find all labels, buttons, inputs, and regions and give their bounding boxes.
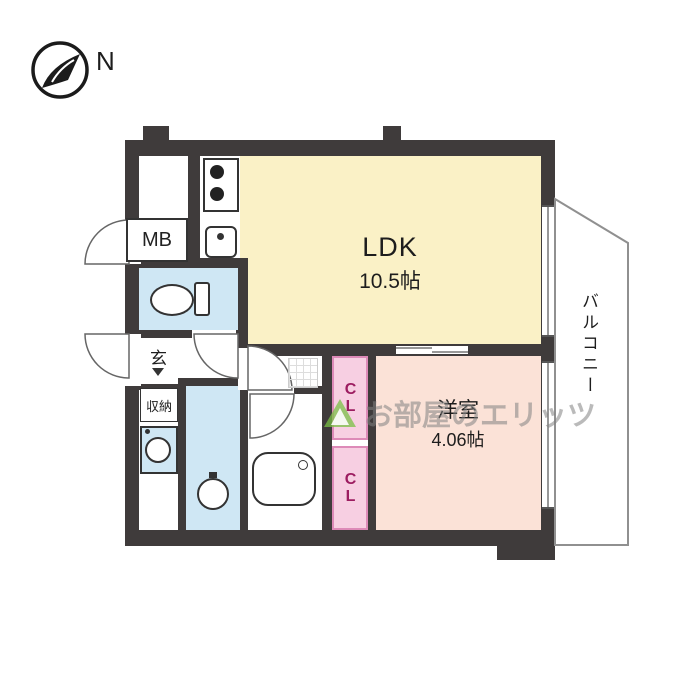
door-arc-entry-bottom — [84, 333, 130, 379]
ldk-size: 10.5帖 — [359, 270, 421, 293]
meter-box-label: MB — [142, 228, 172, 251]
kitchen-sink-icon — [205, 226, 237, 258]
wall-lavatory-top — [178, 378, 248, 386]
western-room-label: 洋室 4.06帖 — [396, 394, 520, 452]
stove-burner-icon — [210, 187, 224, 201]
door-arc-hall — [247, 345, 293, 391]
closet-top: CL — [332, 356, 368, 440]
bathtub-drain-icon — [298, 460, 308, 470]
meter-box: MB — [126, 218, 188, 262]
toilet-bowl-icon — [150, 284, 194, 316]
hatch-square — [288, 358, 318, 388]
ldk-name: LDK — [362, 232, 418, 262]
sliding-door-western — [396, 346, 468, 354]
room-western — [376, 356, 541, 530]
window-ldk — [542, 205, 554, 337]
door-arc-entry-top — [84, 219, 130, 265]
closet-bottom-label: CL — [342, 471, 359, 505]
washer-knob-icon — [145, 429, 150, 434]
stove-burner-icon — [210, 165, 224, 179]
storage-label: 収納 — [145, 398, 172, 414]
wall-bottom — [125, 530, 555, 546]
wall-bump-bottom-right — [497, 546, 555, 560]
wall-hall-right — [238, 258, 248, 390]
door-arc-bath — [249, 393, 295, 439]
wall-bath-left — [240, 386, 248, 530]
door-arc-toilet — [193, 333, 239, 379]
closet-top-label: CL — [342, 381, 359, 415]
wall-lavatory-left — [178, 384, 186, 530]
window-western — [542, 361, 554, 509]
balcony-label: バルコニー — [579, 292, 598, 397]
wall-bump-top-left — [143, 126, 169, 142]
toilet-tank-icon — [194, 282, 210, 316]
western-room-size: 4.06帖 — [431, 430, 485, 450]
storage-box: 収納 — [140, 388, 178, 422]
entrance-label: 玄 — [150, 349, 167, 368]
entrance-arrow-icon — [152, 368, 164, 376]
wall-bump-top-mid — [383, 126, 401, 142]
lavatory-faucet-icon — [209, 472, 217, 478]
wall-western-left — [368, 352, 376, 530]
wall-top — [125, 140, 555, 156]
kitchen-faucet-icon — [217, 233, 224, 240]
door-gap-hall — [238, 348, 248, 390]
wall-closet-left — [322, 352, 332, 530]
stove-icon — [203, 158, 239, 212]
western-room-name: 洋室 — [437, 399, 479, 422]
bathtub-icon — [252, 452, 316, 506]
wall-kitchen-left — [188, 156, 200, 258]
closet-bottom: CL — [332, 446, 368, 530]
washer-drum-icon — [145, 437, 171, 463]
wall-entrance-bottom — [125, 384, 185, 390]
wall-toilet-bottom — [125, 330, 248, 338]
compass-north-label: N — [96, 46, 115, 76]
wall-toilet-top — [125, 258, 248, 268]
ldk-label: LDK 10.5帖 — [310, 232, 470, 295]
balcony-outline — [554, 197, 629, 546]
lavatory-sink-icon — [197, 478, 229, 510]
room-ldk — [240, 156, 541, 344]
wall-bath-top — [294, 386, 328, 394]
compass-icon — [31, 41, 89, 99]
